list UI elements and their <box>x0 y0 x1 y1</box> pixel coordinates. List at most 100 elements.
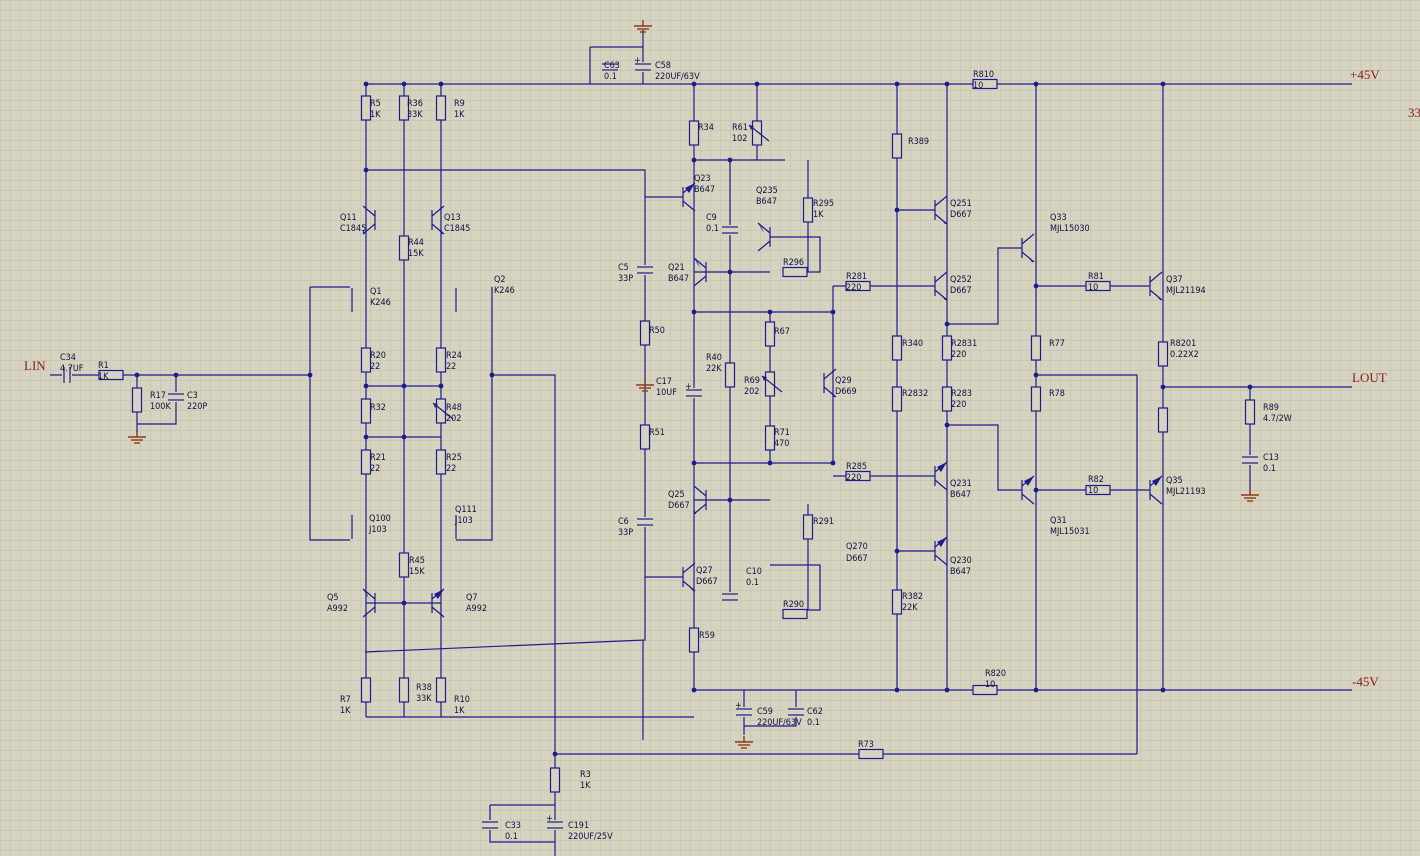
r82-ref: R82 <box>1088 475 1104 485</box>
r281-body <box>845 280 871 292</box>
r51-ref: R51 <box>649 428 665 438</box>
q11-value: C1845 <box>340 224 366 234</box>
junction-dot <box>944 81 950 87</box>
c34-value: 4.7UF <box>60 364 84 374</box>
transistor-lead <box>362 606 376 618</box>
r291-ref: R291 <box>813 517 834 527</box>
r9-value: 1K <box>454 110 465 120</box>
r285-body <box>845 470 871 482</box>
r17-body <box>131 387 143 413</box>
r21-body <box>360 449 372 475</box>
r21-ref: R21 <box>370 453 386 463</box>
wire <box>947 424 1022 491</box>
wire <box>744 690 797 727</box>
wire <box>309 287 350 541</box>
r2831-value: 220 <box>951 350 966 360</box>
r51-body <box>639 424 651 450</box>
junction-dot <box>1160 687 1166 693</box>
c58-value: 220UF/63V <box>655 72 700 82</box>
r21-value: 22 <box>370 464 380 474</box>
r9-component <box>435 95 447 121</box>
q111-ref: Q111 <box>455 505 477 515</box>
r5-ref: R5 <box>370 99 381 109</box>
q13-component <box>431 205 445 235</box>
r82-body <box>1085 484 1111 496</box>
r24-ref: R24 <box>446 351 462 361</box>
emitter-arrow <box>1156 295 1162 300</box>
cap-gap <box>685 388 703 398</box>
r8201-component <box>1157 341 1169 367</box>
r389-body <box>891 133 903 159</box>
r3-component <box>549 767 561 793</box>
r40-ref: R40 <box>706 353 722 363</box>
r25-component <box>435 449 447 475</box>
junction-dot <box>727 497 733 503</box>
emitter-arrow <box>830 392 836 397</box>
transistor-lead <box>757 240 771 252</box>
cap-gap <box>636 265 654 275</box>
c59-ref: C59 <box>757 707 773 717</box>
cap-polarity-mark: + <box>685 382 692 392</box>
r32-ref: R32 <box>370 403 386 413</box>
cap-gap <box>735 707 753 717</box>
r73-ref: R73 <box>858 740 874 750</box>
c59-value: 220UF/63V <box>757 718 802 728</box>
r81-value: 10 <box>1088 283 1098 293</box>
r44-body <box>398 235 410 261</box>
r7-ref: R7 <box>340 695 351 705</box>
r8201-ref: R8201 <box>1170 339 1196 349</box>
q1-value: K246 <box>370 298 391 308</box>
r290-ref: R290 <box>783 600 804 610</box>
negative-rail-label: -45V <box>1352 674 1379 689</box>
junction-dot <box>1033 81 1039 87</box>
r285-component <box>845 470 871 482</box>
junction-dot <box>691 81 697 87</box>
r820-component <box>972 684 998 696</box>
r10-component <box>435 677 447 703</box>
q11-ref: Q11 <box>340 213 357 223</box>
r24-component <box>435 347 447 373</box>
r295-component <box>802 197 814 223</box>
r82-value: 10 <box>1088 486 1098 496</box>
cap-polarity-mark: + <box>634 56 641 66</box>
r291-body <box>802 514 814 540</box>
r59-body <box>688 627 700 653</box>
c63-component <box>601 62 619 72</box>
r38-ref: R38 <box>416 683 432 693</box>
q7-component <box>431 588 445 618</box>
q33-ref: Q33 <box>1050 213 1067 223</box>
c3-ref: C3 <box>187 391 198 401</box>
cap-gap <box>546 820 564 830</box>
q29-value: D669 <box>835 387 857 397</box>
r283-body <box>941 386 953 412</box>
c6-ref: C6 <box>618 517 629 527</box>
r5-value: 1K <box>370 110 381 120</box>
q7-value: A992 <box>466 604 487 614</box>
c9-ref: C9 <box>706 213 717 223</box>
stage-loop <box>364 169 646 653</box>
r1-component <box>98 369 124 381</box>
transistor-lead <box>934 271 948 283</box>
r69-ref: R69 <box>744 376 760 386</box>
r50-body <box>639 320 651 346</box>
r44-ref: R44 <box>408 238 424 248</box>
emitter-arrow <box>363 229 365 234</box>
transistor-lead <box>431 606 445 618</box>
r89-ref: R89 <box>1263 403 1279 413</box>
cap-gap <box>636 517 654 527</box>
q11-component <box>362 205 376 235</box>
r810-value: 10 <box>973 81 983 91</box>
r44-value: 15K <box>408 249 424 259</box>
r10-value: 1K <box>454 706 465 716</box>
c10-value: 0.1 <box>746 578 759 588</box>
c17-value: 10UF <box>656 388 677 398</box>
c3-value: 220P <box>187 402 207 412</box>
r5-body <box>360 95 372 121</box>
c13-ref: C13 <box>1263 453 1279 463</box>
wire <box>770 160 821 273</box>
r81-body <box>1085 280 1111 292</box>
r2832-component <box>891 386 903 412</box>
q111-value: J103 <box>454 516 473 526</box>
c13-component <box>1241 455 1259 465</box>
